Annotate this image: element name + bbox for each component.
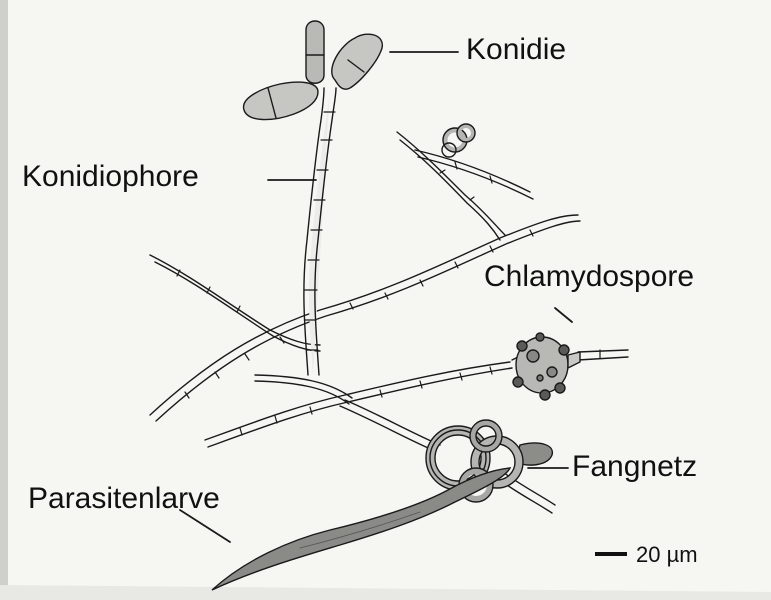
label-fangnetz: Fangnetz: [572, 452, 697, 482]
label-konidie: Konidie: [466, 35, 566, 65]
conidium-top: [306, 21, 324, 83]
label-chlamydospore: Chlamydospore: [484, 262, 694, 292]
page-edge: [0, 0, 8, 600]
scale-bar-line: [595, 552, 627, 556]
scale-bar-label: 20 µm: [636, 544, 698, 566]
label-parasitenlarve: Parasitenlarve: [28, 484, 220, 514]
label-konidiophore: Konidiophore: [22, 162, 199, 192]
